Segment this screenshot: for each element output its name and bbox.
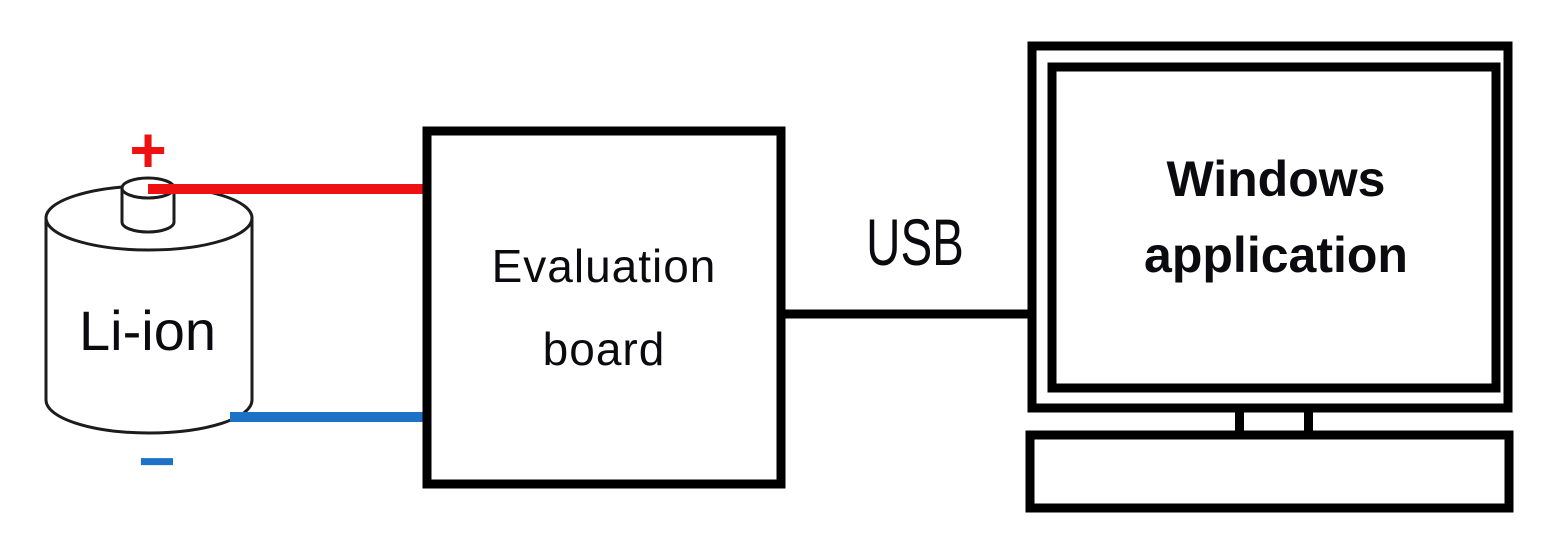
evaluation-board-label-line2: board <box>542 322 666 375</box>
monitor-stand-base <box>1025 430 1514 513</box>
windows-application-label: Windows application <box>1056 66 1496 378</box>
evaluation-board-label: Evaluation board <box>427 131 781 484</box>
windows-application-label-line2: application <box>1144 227 1408 283</box>
minus-sign-icon: − <box>138 425 175 497</box>
monitor-screen <box>1047 62 1501 393</box>
usb-label: USB <box>866 205 964 279</box>
windows-application-label-line1: Windows <box>1166 151 1386 207</box>
monitor-stand-neck-right <box>1304 404 1313 440</box>
evaluation-board-box <box>422 126 786 489</box>
monitor-stand-neck-left <box>1235 404 1244 440</box>
plus-sign-icon: + <box>129 114 166 186</box>
battery-label: Li-ion <box>79 298 216 362</box>
battery-terminal-shape <box>120 188 176 234</box>
evaluation-board-label-line1: Evaluation <box>491 239 717 292</box>
